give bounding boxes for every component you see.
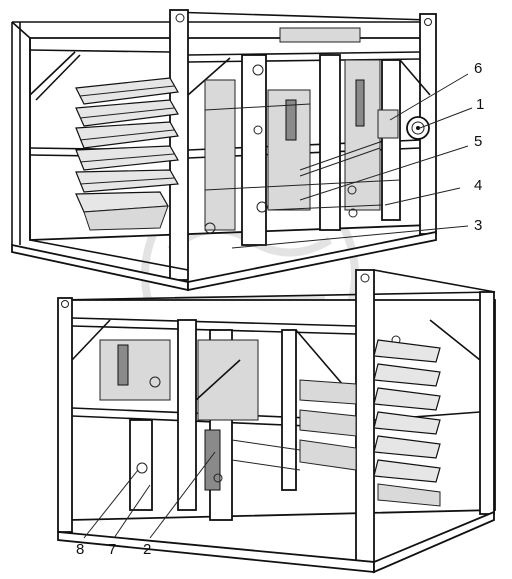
- callout-labels: 6 1 5 4 3 8 7 2: [76, 60, 484, 558]
- callout-6: 6: [474, 60, 482, 77]
- bottom-post-right: [355, 269, 375, 571]
- callout-3: 3: [474, 217, 482, 234]
- bottom-tray-stack: [231, 339, 441, 507]
- callout-2: 2: [143, 541, 151, 558]
- callout-7: 7: [108, 541, 116, 558]
- top-front-post-left: [169, 9, 189, 281]
- leader-lines: [83, 73, 473, 539]
- top-mechanism: [204, 27, 401, 246]
- callout-1: 1: [476, 96, 484, 113]
- pulley-wheel: [406, 116, 430, 140]
- top-assembly: [11, 9, 437, 292]
- callout-4: 4: [474, 177, 482, 194]
- bottom-post-left: [57, 297, 73, 533]
- callout-8: 8: [76, 541, 84, 558]
- top-tray-stack: [75, 77, 179, 231]
- callout-5: 5: [474, 133, 482, 150]
- bottom-assembly: [57, 269, 496, 574]
